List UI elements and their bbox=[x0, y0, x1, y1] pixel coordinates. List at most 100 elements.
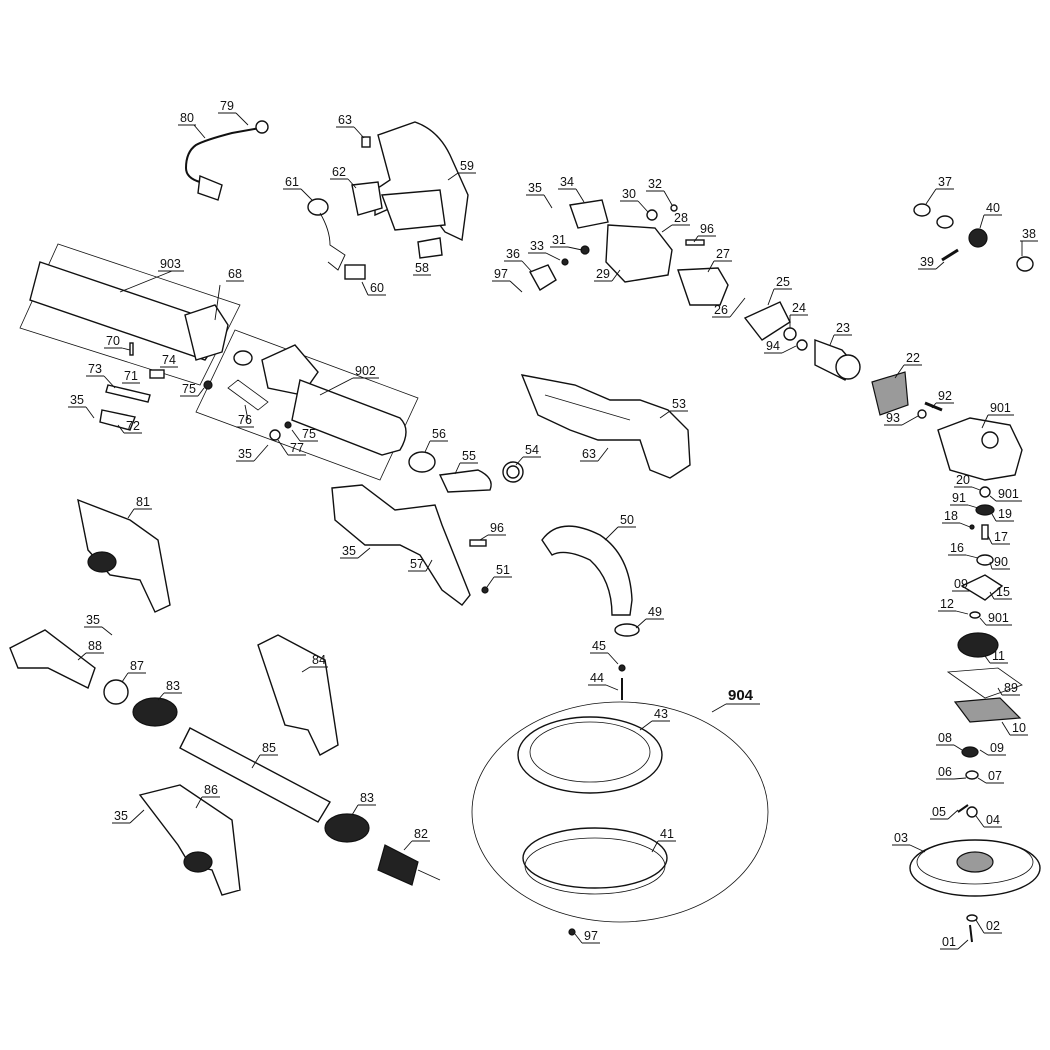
motor-housing-group bbox=[528, 199, 729, 306]
label-79: 79 bbox=[220, 99, 234, 113]
label-53: 53 bbox=[672, 397, 686, 411]
label-81: 81 bbox=[136, 495, 150, 509]
sanding-pad-03 bbox=[909, 839, 1041, 943]
label-96b: 96 bbox=[490, 521, 504, 535]
hose-parts-54-56 bbox=[408, 451, 524, 493]
label-74: 74 bbox=[162, 353, 176, 367]
label-02: 02 bbox=[986, 919, 1000, 933]
label-901b: 901 bbox=[998, 487, 1019, 501]
spindle-stack bbox=[946, 486, 1023, 818]
label-92: 92 bbox=[938, 389, 952, 403]
label-901c: 901 bbox=[988, 611, 1009, 625]
label-35e: 35 bbox=[86, 613, 100, 627]
label-27: 27 bbox=[716, 247, 730, 261]
label-28: 28 bbox=[674, 211, 688, 225]
housing-57 bbox=[331, 484, 489, 606]
label-30: 30 bbox=[622, 187, 636, 201]
bearing-group-37-40 bbox=[913, 203, 1034, 272]
label-49: 49 bbox=[648, 605, 662, 619]
label-20: 20 bbox=[956, 473, 970, 487]
label-97: 97 bbox=[494, 267, 508, 281]
label-33: 33 bbox=[530, 239, 544, 253]
label-45: 45 bbox=[592, 639, 606, 653]
label-23: 23 bbox=[836, 321, 850, 335]
label-75b: 75 bbox=[302, 427, 316, 441]
hose-50 bbox=[541, 525, 640, 700]
label-62: 62 bbox=[332, 165, 346, 179]
label-71: 71 bbox=[124, 369, 138, 383]
label-39: 39 bbox=[920, 255, 934, 269]
label-56: 56 bbox=[432, 427, 446, 441]
callout-label: 80 bbox=[178, 111, 206, 139]
label-58: 58 bbox=[415, 261, 429, 275]
handle-housing-59 bbox=[374, 121, 469, 242]
label-76: 76 bbox=[238, 413, 252, 427]
label-11: 11 bbox=[992, 649, 1005, 663]
label-17: 17 bbox=[994, 530, 1008, 544]
label-25: 25 bbox=[776, 275, 790, 289]
label-90: 90 bbox=[994, 555, 1008, 569]
label-08: 08 bbox=[938, 731, 952, 745]
label-904: 904 bbox=[728, 687, 754, 704]
label-36: 36 bbox=[506, 247, 520, 261]
label-35b: 35 bbox=[238, 447, 252, 461]
gear-head-901 bbox=[937, 417, 1023, 481]
label-38: 38 bbox=[1022, 227, 1036, 241]
label-77: 77 bbox=[290, 441, 304, 455]
label-55: 55 bbox=[462, 449, 476, 463]
label-35f: 35 bbox=[114, 809, 128, 823]
tube-assembly-903 bbox=[19, 243, 241, 386]
tube-assembly-902 bbox=[195, 329, 419, 481]
label-96: 96 bbox=[700, 222, 714, 236]
label-83b: 83 bbox=[360, 791, 374, 805]
label-03: 03 bbox=[894, 831, 908, 845]
label-09b: 09 bbox=[990, 741, 1004, 755]
label-04: 04 bbox=[986, 813, 1000, 827]
housing-53 bbox=[520, 374, 691, 479]
label-35d: 35 bbox=[342, 544, 356, 558]
switch-61-62-60 bbox=[307, 136, 443, 280]
label-61: 61 bbox=[285, 175, 299, 189]
handle-84 bbox=[257, 634, 339, 756]
label-75: 75 bbox=[182, 382, 196, 396]
label-902: 902 bbox=[355, 364, 376, 378]
label-22: 22 bbox=[906, 351, 920, 365]
label-86: 86 bbox=[204, 783, 218, 797]
label-68: 68 bbox=[228, 267, 242, 281]
label-82: 82 bbox=[414, 827, 428, 841]
label-70: 70 bbox=[106, 334, 120, 348]
label-24: 24 bbox=[792, 301, 806, 315]
part-labels: 80 79 63 59 61 62 58 60 903 68 70 71 74 … bbox=[68, 99, 1038, 950]
label-01: 01 bbox=[942, 935, 956, 949]
label-73: 73 bbox=[88, 362, 102, 376]
label-87: 87 bbox=[130, 659, 144, 673]
label-44: 44 bbox=[590, 671, 604, 685]
label-12: 12 bbox=[940, 597, 954, 611]
label-51: 51 bbox=[496, 563, 510, 577]
label-35: 35 bbox=[70, 393, 84, 407]
label-10: 10 bbox=[1012, 721, 1026, 735]
label-85: 85 bbox=[262, 741, 276, 755]
label-09: 09 bbox=[954, 577, 968, 591]
label-901: 901 bbox=[990, 401, 1011, 415]
clamps-83-82 bbox=[132, 697, 441, 886]
label-05: 05 bbox=[932, 805, 946, 819]
label-84: 84 bbox=[312, 653, 326, 667]
label-903: 903 bbox=[160, 257, 181, 271]
label-41: 41 bbox=[660, 827, 674, 841]
label-83: 83 bbox=[166, 679, 180, 693]
label-37: 37 bbox=[938, 175, 952, 189]
label-40: 40 bbox=[986, 201, 1000, 215]
label-88: 88 bbox=[88, 639, 102, 653]
handle-88-87 bbox=[9, 629, 129, 705]
label-07: 07 bbox=[988, 769, 1002, 783]
label-97b: 97 bbox=[584, 929, 598, 943]
label-31: 31 bbox=[552, 233, 566, 247]
label-32: 32 bbox=[648, 177, 662, 191]
label-93: 93 bbox=[886, 411, 900, 425]
label-60: 60 bbox=[370, 281, 384, 295]
label-15: 15 bbox=[996, 585, 1010, 599]
label-94: 94 bbox=[766, 339, 780, 353]
